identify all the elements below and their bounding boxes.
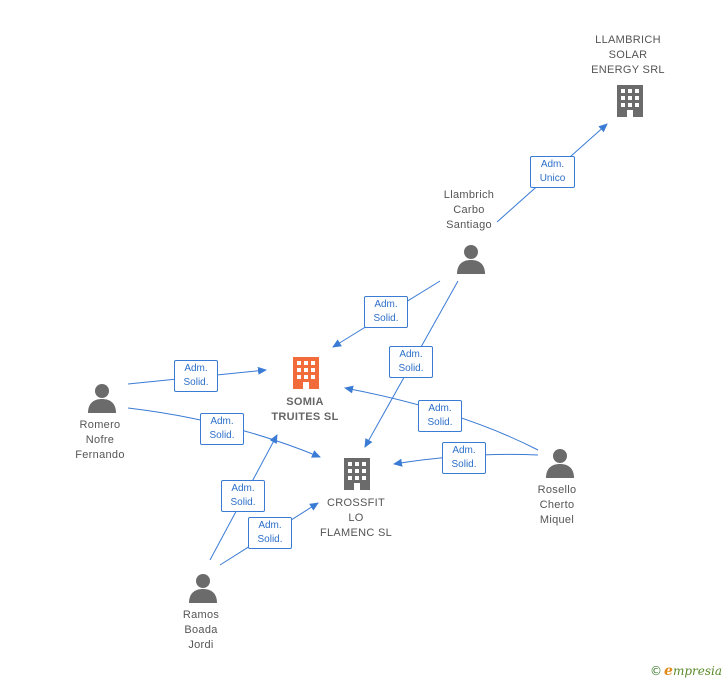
copyright-symbol: © [650,664,663,678]
edge-label-badge[interactable]: Adm. Solid. [174,360,218,392]
node-label-somia-truites[interactable]: SOMIA TRUITES SL [271,396,339,423]
edge-label-badge[interactable]: Adm. Solid. [442,442,486,474]
edge-label-badge[interactable]: Adm. Solid. [200,413,244,445]
edge-label-badge[interactable]: Adm. Solid. [248,517,292,549]
edge-label-badge[interactable]: Adm. Solid. [221,480,265,512]
building-icon[interactable] [341,457,373,496]
person-icon[interactable] [86,383,118,418]
edge-label-badge[interactable]: Adm. Solid. [364,296,408,328]
edge-label-badge[interactable]: Adm. Unico [530,156,575,188]
edge-label-badge[interactable]: Adm. Solid. [389,346,433,378]
node-label-romero-nofre-fernando[interactable]: Romero Nofre Fernando [75,419,125,461]
brand-logo-text: mpresia [672,664,722,678]
building-icon[interactable] [290,356,322,395]
node-label-crossfit-lo-flamenc[interactable]: CROSSFIT LO FLAMENC SL [319,497,393,539]
node-label-llambrich-carbo-santiago[interactable]: Llambrich Carbo Santiago [443,189,495,231]
person-icon[interactable] [187,573,219,608]
edge-label-badge[interactable]: Adm. Solid. [418,400,462,432]
building-icon[interactable] [614,84,646,123]
person-icon[interactable] [544,448,576,483]
brand-logo-initial: e [664,663,673,679]
brand-footer: ©empresia [650,663,722,679]
node-label-ramos-boada-jordi[interactable]: Ramos Boada Jordi [182,609,220,651]
node-label-rosello-cherto-miquel[interactable]: Rosello Cherto Miquel [537,484,577,526]
person-icon[interactable] [455,244,487,279]
node-label-llambrich-solar-energy[interactable]: LLAMBRICH SOLAR ENERGY SRL [591,34,665,76]
